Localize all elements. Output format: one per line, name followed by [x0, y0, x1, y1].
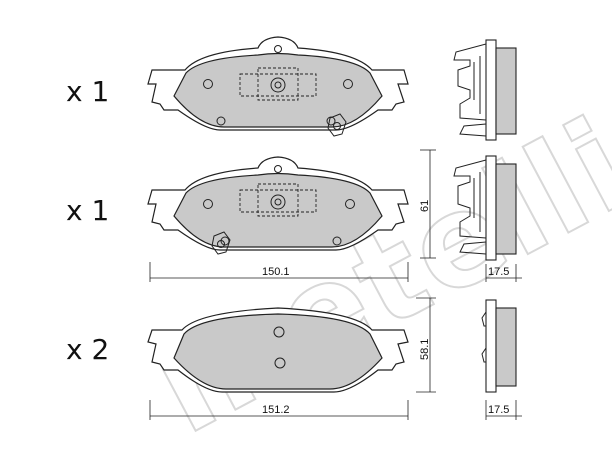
dimension-height-bottom: 58.1 — [416, 297, 436, 393]
quantity-label-pad-1: x 1 — [66, 75, 109, 108]
brake-pad-1-side-view — [453, 39, 517, 141]
dimension-width-bottom-label: 151.2 — [262, 404, 290, 416]
brake-pad-1-front-view — [147, 36, 409, 137]
dimension-thickness-top: 17.5 — [485, 264, 522, 282]
svg-text:metelli: metelli — [131, 90, 612, 459]
dimension-height-top-label: 61 — [419, 200, 431, 212]
dimension-height-top: 61 — [419, 149, 436, 259]
metelli-watermark-logo: metelli — [130, 89, 612, 459]
dimension-width-top: 150.1 — [149, 262, 409, 282]
dimension-width-bottom: 151.2 — [149, 400, 409, 420]
dimension-thickness-bottom-label: 17.5 — [488, 404, 509, 416]
brake-pad-3-side-view — [481, 299, 517, 393]
quantity-label-pad-3: x 2 — [66, 333, 109, 366]
dimension-thickness-top-label: 17.5 — [488, 266, 509, 278]
brake-pad-2-side-view — [453, 155, 517, 261]
brake-pad-2-front-view — [147, 156, 409, 255]
dimension-height-bottom-label: 58.1 — [419, 339, 431, 360]
quantity-label-pad-2: x 1 — [66, 194, 109, 227]
dimension-thickness-bottom: 17.5 — [485, 400, 522, 420]
brake-pad-3-front-view — [147, 307, 409, 393]
dimension-width-top-label: 150.1 — [262, 266, 290, 278]
